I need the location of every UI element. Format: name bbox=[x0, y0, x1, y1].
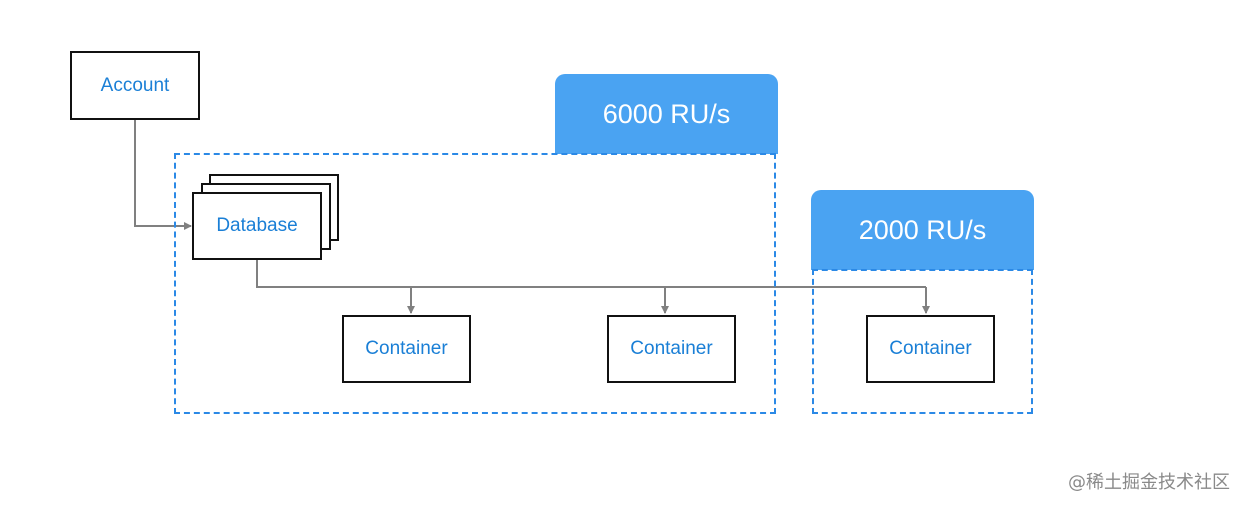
dedicated-throughput-scope bbox=[812, 269, 1033, 414]
account-node[interactable]: Account bbox=[70, 51, 200, 120]
database-label: Database bbox=[216, 215, 298, 236]
container-label-2: Container bbox=[630, 338, 713, 359]
account-to-database-connector bbox=[134, 120, 192, 230]
container-label-1: Container bbox=[365, 338, 448, 359]
watermark-text: @稀土掘金技术社区 bbox=[1068, 472, 1230, 493]
container-label-3: Container bbox=[889, 338, 972, 359]
dedicated-throughput-header: 2000 RU/s bbox=[811, 190, 1034, 270]
container-node-1[interactable]: Container bbox=[342, 315, 471, 383]
dedicated-throughput-label: 2000 RU/s bbox=[858, 214, 987, 245]
shared-throughput-label: 6000 RU/s bbox=[602, 98, 731, 129]
shared-throughput-header: 6000 RU/s bbox=[555, 74, 778, 154]
shared-throughput-scope bbox=[174, 153, 776, 414]
container-node-3[interactable]: Container bbox=[866, 315, 995, 383]
database-trunk-connector bbox=[256, 260, 926, 288]
account-label: Account bbox=[100, 74, 170, 96]
container-node-2[interactable]: Container bbox=[607, 315, 736, 383]
database-node[interactable]: Database bbox=[192, 192, 322, 260]
